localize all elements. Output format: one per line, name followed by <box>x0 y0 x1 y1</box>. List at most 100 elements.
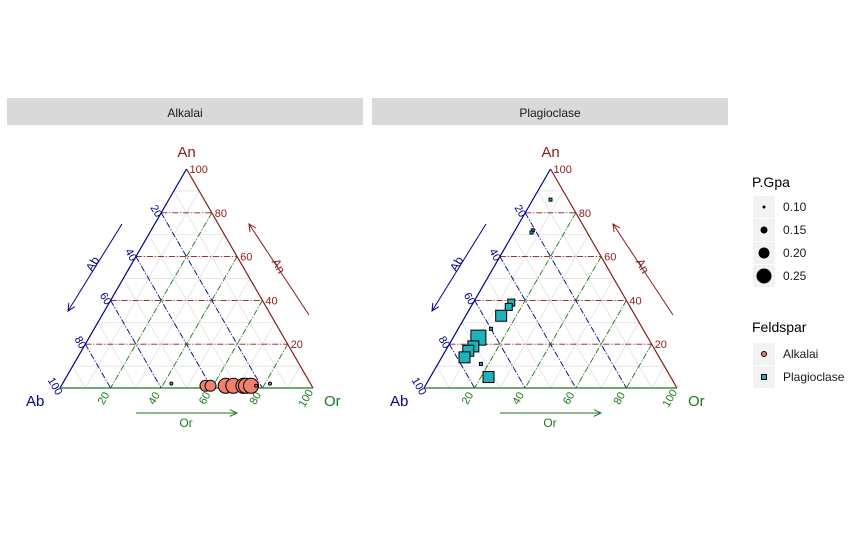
group-legend-title: Feldspar <box>752 319 807 335</box>
grid-minor-or <box>84 190 200 389</box>
ab-axis-line <box>423 168 552 389</box>
an-tick-label: 60 <box>240 252 252 264</box>
grid-minor-ab <box>122 278 187 389</box>
an-vertex-label: An <box>541 144 559 161</box>
or-arrow-label: Or <box>179 416 192 430</box>
grid-major-or <box>110 212 213 389</box>
an-axis-line <box>549 168 678 389</box>
group-legend-label: Plagioclase <box>783 370 845 384</box>
ab-tick-label: 80 <box>436 334 453 351</box>
grid-minor-ab <box>148 234 238 389</box>
an-direction-arrow-head <box>612 223 621 232</box>
grid-major-ab <box>84 343 111 389</box>
grid-minor-ab <box>173 190 289 389</box>
grid-major-ab <box>448 343 475 389</box>
plagioclase-point <box>548 197 553 202</box>
grid-minor-ab <box>436 365 450 389</box>
grid-major-ab <box>474 300 526 389</box>
ab-tick-label: 100 <box>409 376 429 398</box>
plagioclase-point <box>504 302 513 311</box>
an-arrow-label: An <box>269 256 288 276</box>
grid-minor-or <box>287 365 301 389</box>
ab-tick-label: 20 <box>148 203 165 220</box>
ab-direction-arrow <box>431 223 487 312</box>
or-tick-label: 100 <box>661 388 681 410</box>
or-vertex-label: Or <box>688 393 705 410</box>
ab-vertex-label: Ab <box>26 393 44 410</box>
grid-minor-or <box>236 322 276 389</box>
alkalai-legend-marker <box>761 351 767 357</box>
plagioclase-point <box>489 326 494 331</box>
alkalai-point <box>243 377 260 394</box>
ab-axis-line <box>59 168 188 389</box>
size-legend-label: 0.25 <box>783 269 807 283</box>
grid-minor-or <box>186 278 251 389</box>
grid-major-or <box>211 300 263 389</box>
grid-major-or <box>575 300 627 389</box>
an-tick-label: 60 <box>604 252 616 264</box>
facet-title: Alkalai <box>167 106 202 120</box>
or-tick-label: 20 <box>460 390 477 407</box>
grid-major-or <box>626 343 653 389</box>
ab-direction-arrow <box>67 223 123 312</box>
an-tick-label: 100 <box>190 164 208 176</box>
grid-minor-or <box>600 322 640 389</box>
size-legend-dot <box>762 205 766 209</box>
group-legend-label: Alkalai <box>783 347 818 361</box>
plagioclase-point <box>458 351 471 364</box>
plagioclase-point <box>529 230 534 235</box>
alkalai-point <box>267 381 272 386</box>
an-tick-label: 40 <box>629 295 641 307</box>
an-tick-label: 80 <box>579 208 591 220</box>
plagioclase-point <box>495 309 508 322</box>
size-legend-dot <box>760 226 768 234</box>
ab-tick-label: 40 <box>122 247 139 264</box>
an-vertex-label: An <box>177 144 195 161</box>
grid-minor-ab <box>537 190 653 389</box>
alkalai-point <box>204 379 217 392</box>
an-tick-label: 100 <box>554 164 572 176</box>
legend: P.Gpa0.100.150.200.25FeldsparAlkalaiPlag… <box>752 174 845 388</box>
size-legend-dot <box>756 268 772 284</box>
grid-minor-or <box>550 278 615 389</box>
size-legend-label: 0.15 <box>783 223 807 237</box>
ab-direction-arrow-head <box>431 302 440 312</box>
panel-plagioclase: Plagioclase20202040404060606080808010010… <box>372 98 728 430</box>
ab-tick-label: 20 <box>512 203 529 220</box>
grid-minor-ab <box>97 322 137 389</box>
grid-minor-ab <box>486 278 551 389</box>
ab-direction-arrow-head <box>67 302 76 312</box>
an-axis-line <box>185 168 314 389</box>
or-tick-label: 80 <box>612 390 629 407</box>
grid-major-or <box>474 212 577 389</box>
ab-tick-label: 80 <box>72 334 89 351</box>
an-tick-label: 20 <box>655 339 667 351</box>
an-direction-arrow-head <box>248 223 257 232</box>
an-direction-arrow <box>248 223 310 316</box>
or-tick-label: 20 <box>96 390 113 407</box>
or-vertex-label: Or <box>324 393 341 410</box>
or-tick-label: 100 <box>297 388 317 410</box>
or-direction-arrow-head <box>229 409 239 417</box>
ab-tick-label: 60 <box>461 291 478 308</box>
an-direction-arrow <box>612 223 674 316</box>
ab-tick-label: 60 <box>97 291 114 308</box>
alkalai-point <box>254 383 259 388</box>
grid-minor-or <box>651 365 665 389</box>
an-tick-label: 40 <box>265 295 277 307</box>
size-legend-label: 0.10 <box>783 200 807 214</box>
facet-strip <box>7 98 363 125</box>
ab-arrow-label: Ab <box>447 254 467 274</box>
ab-vertex-label: Ab <box>390 393 408 410</box>
grid-major-or <box>524 256 602 389</box>
size-legend-title: P.Gpa <box>752 174 790 190</box>
grid-major-or <box>160 256 238 389</box>
grid-major-or <box>262 343 289 389</box>
ab-tick-label: 40 <box>486 247 503 264</box>
ab-arrow-label: Ab <box>83 254 103 274</box>
or-tick-label: 80 <box>248 390 265 407</box>
grid-minor-or <box>135 234 225 389</box>
plagioclase-point <box>478 361 483 366</box>
facet-title: Plagioclase <box>519 106 581 120</box>
